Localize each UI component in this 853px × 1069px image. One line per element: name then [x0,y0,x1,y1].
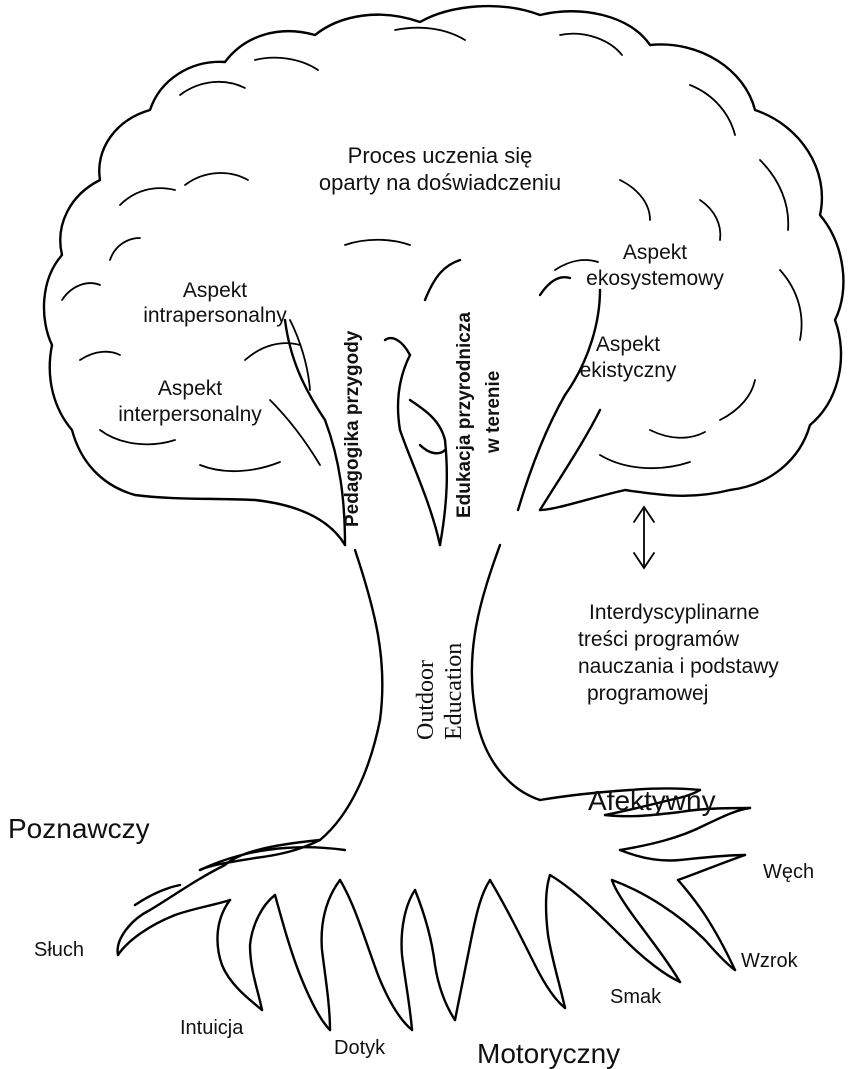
curriculum-label-line4: programowej [587,682,708,705]
curriculum-label-line3: nauczania i podstawy [578,655,779,678]
cognitive-domain-label: Poznawczy [8,813,150,844]
trunk-label-line1: Outdoor [413,660,439,740]
existential-label-line1: Aspekt [596,333,660,356]
sense-smell-label: Węch [763,861,814,883]
trunk-label-line2: Education [441,643,467,740]
ecosystem-label-line2: ekosystemowy [586,267,724,290]
sense-taste-label: Smak [610,986,662,1008]
adventure-pedagogy-label: Pedagogika przygody [342,330,363,527]
interpersonal-label-line1: Aspekt [158,377,222,400]
existential-label-line2: ekistyczny [580,359,677,382]
curriculum-label-line2: treści programów [578,628,740,651]
curriculum-label-line1: Interdyscyplinarne [589,601,759,624]
crown-title-line2: oparty na doświadczeniu [319,170,561,195]
sense-touch-label: Dotyk [334,1037,386,1059]
affective-domain-label: Afektywny [588,785,716,816]
sense-hearing-label: Słuch [34,939,84,961]
interpersonal-label-line2: interpersonalny [118,403,262,426]
tree-branches [285,260,600,545]
ecosystem-label-line1: Aspekt [623,241,687,264]
double-headed-arrow [634,507,654,568]
intrapersonal-label-line1: Aspekt [183,279,247,302]
motor-domain-label: Motoryczny [477,1038,620,1069]
intrapersonal-label-line2: intrapersonalny [143,304,287,327]
sense-intuition-label: Intuicja [180,1017,244,1039]
field-nature-education-line2: w terenie [483,371,504,454]
crown-title-line1: Proces uczenia się [348,143,533,168]
sense-sight-label: Wzrok [741,950,799,972]
field-nature-education-line1: Edukacja przyrodnicza [454,312,475,518]
